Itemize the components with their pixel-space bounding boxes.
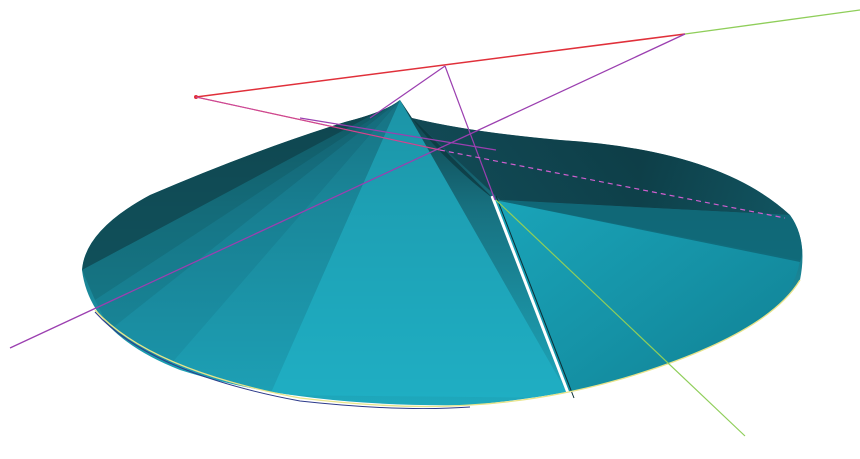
- construction-lines: [9, 9, 860, 437]
- cone-rim: [94, 279, 801, 408]
- cone-front-wedge: [270, 100, 570, 398]
- magenta-solid-line: [195, 96, 441, 151]
- cone-seam-shadow: [495, 195, 575, 399]
- magenta-dashed-line: [439, 149, 786, 219]
- cone-left-wedge-4: [170, 100, 400, 395]
- purple-line-mid: [299, 117, 497, 151]
- cone-seam: [490, 195, 572, 399]
- cone-surface[interactable]: [82, 100, 803, 410]
- cone-left-wedge-3: [110, 100, 400, 365]
- cone-back-shade: [412, 118, 790, 215]
- cone-right-shade: [495, 200, 803, 262]
- cone-rim-shadow: [94, 311, 471, 410]
- green-line-top: [684, 9, 860, 35]
- green-line-lower: [495, 199, 746, 437]
- purple-line-short-left: [369, 65, 446, 119]
- cone-left-wedge-1: [82, 100, 400, 300]
- cone-right-face: [495, 200, 800, 398]
- purple-line-vertical: [444, 65, 496, 201]
- purple-line-long: [9, 33, 686, 349]
- red-line-top: [195, 33, 686, 98]
